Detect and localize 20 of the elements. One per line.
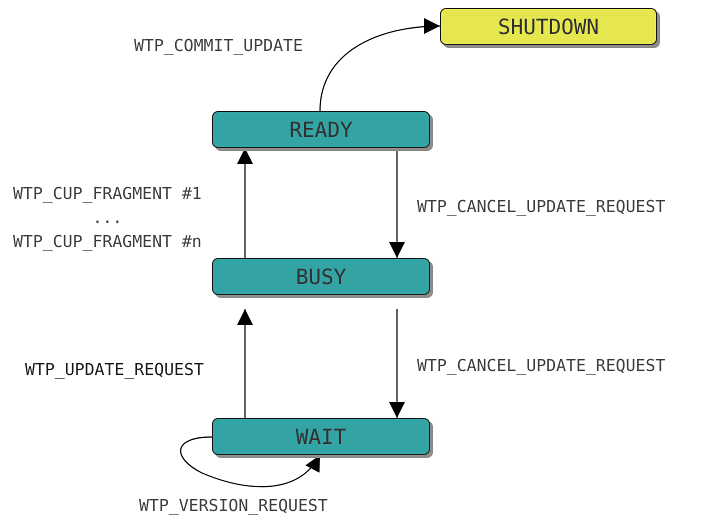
edge-label: WTP_UPDATE_REQUEST [25,359,204,381]
state-box [212,258,430,295]
arrow [237,148,253,258]
state-name: SHUTDOWN [498,14,600,38]
edge-label: WTP_CANCEL_UPDATE_REQUEST [417,355,666,377]
arrow [319,18,440,112]
edge-label: WTP_VERSION_REQUEST [139,495,328,517]
state-box [440,8,657,45]
edge-label: WTP_COMMIT_UPDATE [134,35,303,57]
state-name: WAIT [296,424,346,448]
edge-label: WTP_CUP_FRAGMENT #1 ... WTP_CUP_FRAGMENT #n [13,183,202,253]
arrow [389,309,405,418]
arrow [237,309,253,418]
state-box [212,418,430,455]
state-box [212,111,430,148]
state-name: READY [289,118,353,142]
state-name: BUSY [296,264,346,288]
arrow [180,436,320,488]
arrow [389,148,405,258]
edge-label: WTP_CANCEL_UPDATE_REQUEST [417,196,666,218]
